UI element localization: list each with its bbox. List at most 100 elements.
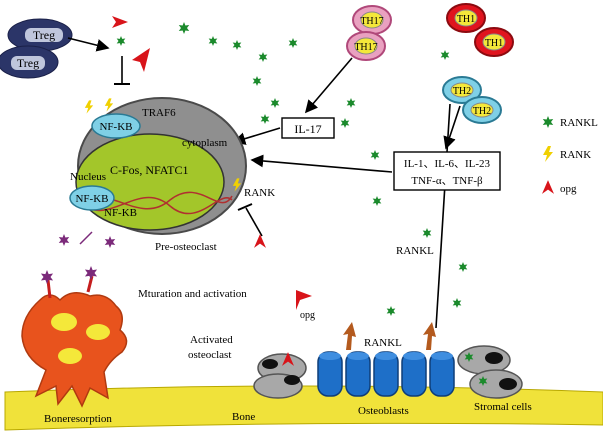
- rankl-bottom-label: RANKL: [364, 337, 402, 349]
- rankl-star-icon: [372, 196, 382, 206]
- lining-cells-left: [253, 352, 307, 399]
- osteoclast-projection: [46, 279, 52, 299]
- rankl-star-icon: [252, 76, 262, 86]
- osteoclast-nucleus: [51, 313, 77, 331]
- treg-label-bg-2: [11, 56, 45, 70]
- th2-label-bottom: TH2: [473, 106, 491, 117]
- rankl-star-icon: [208, 36, 218, 46]
- cytokines-line2: TNF-α、TNF-β: [411, 175, 483, 187]
- inhibition-bar: [237, 203, 253, 211]
- th2-stem-line: [435, 103, 451, 329]
- pre-osteoclast-caption: Pre-osteoclast: [155, 241, 217, 253]
- cell-nucleus: [499, 378, 517, 390]
- bone-label: Bone: [232, 411, 255, 423]
- treg-arrow: [67, 37, 110, 52]
- th1-nucleus: [482, 33, 506, 51]
- rank-icon: [84, 100, 94, 114]
- opg-label: opg: [300, 310, 315, 321]
- th1-label-top: TH1: [457, 14, 475, 25]
- rankl-star-icon: [116, 36, 126, 46]
- cytokines-line1: IL-1、IL-6、IL-23: [404, 158, 491, 170]
- purple-arrow: [79, 231, 93, 245]
- rank-label: RANK: [244, 187, 275, 199]
- rankl-star-icon: [260, 114, 270, 124]
- stromal-label: Stromal cells: [474, 401, 532, 413]
- treg-cells: Treg Treg: [0, 18, 73, 79]
- cytokines-arrow: [250, 154, 393, 173]
- rankl-star-icon: [270, 98, 280, 108]
- purple-star-icon: [40, 270, 54, 284]
- rankl-star-icon: [386, 306, 396, 316]
- opg-inhibition-line: [245, 207, 263, 237]
- activated-label-line2: osteoclast: [188, 349, 231, 361]
- osteoclast-nucleus: [58, 348, 82, 364]
- rankl-star-icon: [178, 22, 190, 34]
- th1-cells: TH1 TH1: [446, 3, 514, 57]
- activated-label-line1: Activated: [190, 334, 233, 346]
- th2-nucleus: [470, 102, 494, 118]
- brown-arrow-icon: [343, 322, 356, 350]
- th17-cells: TH17 TH17: [346, 5, 392, 61]
- bone-layer: [4, 385, 603, 431]
- th2-label-top: TH2: [453, 86, 471, 97]
- cfos-label: C-Fos, NFATC1: [110, 163, 188, 177]
- treg-label-top: Treg: [33, 28, 55, 42]
- th17-nucleus: [354, 37, 378, 55]
- nucleus-region: [75, 133, 225, 231]
- il17-arrow: [232, 127, 281, 145]
- brown-arrow-icon: [423, 322, 436, 350]
- legend: RANKL RANK opg: [542, 116, 598, 195]
- osteoblast-cap: [347, 352, 369, 360]
- purple-star-icon: [58, 234, 70, 246]
- cytokines-box: [393, 151, 501, 191]
- opg-marker: [112, 16, 128, 28]
- purple-star-icon: [84, 266, 98, 280]
- legend-rank-label: RANK: [560, 149, 591, 161]
- osteoblasts: [317, 322, 455, 397]
- nfkb-top-ellipse: [91, 113, 141, 139]
- rankl-star-icon: [346, 98, 356, 108]
- osteoblast-cap: [319, 352, 341, 360]
- legend-rankl-icon: [542, 116, 554, 128]
- osteoblasts-label: Osteoblasts: [358, 405, 409, 417]
- treg-label-bottom: Treg: [17, 56, 39, 70]
- rank-icon: [104, 98, 114, 112]
- osteoblast-cap: [431, 352, 453, 360]
- legend-rank-icon: [543, 146, 553, 162]
- opg-marker: [296, 290, 312, 310]
- rankl-star-icon: [288, 38, 298, 48]
- nfkb-nucleus-label: NF-KB: [75, 193, 108, 205]
- th17-nucleus: [360, 11, 384, 29]
- activated-osteoclast: [21, 266, 128, 408]
- cytoplasm-label: cytoplasm: [182, 137, 228, 149]
- stromal-cells: [457, 345, 523, 399]
- nucleus-label: Nucleus: [70, 171, 106, 183]
- il17-box: [281, 117, 335, 139]
- cell-nucleus: [262, 359, 278, 369]
- rankl-star-icon: [340, 118, 350, 128]
- dna-strand: [83, 196, 233, 215]
- legend-rankl-label: RANKL: [560, 117, 598, 129]
- rankl-star-icon: [422, 228, 432, 238]
- th17-label-bottom: TH17: [354, 42, 377, 53]
- cell-nucleus: [485, 352, 503, 364]
- il17-label: IL-17: [294, 122, 321, 136]
- rankl-star-icon: [440, 50, 450, 60]
- opg-marker: [132, 48, 150, 72]
- purple-star-icon: [104, 236, 116, 248]
- osteoblast-cap: [403, 352, 425, 360]
- th2-arrow: [443, 105, 461, 150]
- osteoblast-cap: [375, 352, 397, 360]
- legend-opg-icon: [542, 180, 554, 194]
- rankl-star-icon: [458, 262, 468, 272]
- th2-nucleus: [450, 82, 474, 98]
- th17-arrow: [304, 57, 353, 114]
- treg-label-bg: [25, 28, 63, 42]
- osteoclast-nucleus: [86, 324, 110, 340]
- rankl-star-icon: [452, 298, 462, 308]
- maturation-label: Mturation and activation: [138, 288, 247, 300]
- nfkb-nucleus-ellipse: [69, 185, 115, 211]
- traf6-label: TRAF6: [142, 107, 176, 119]
- legend-opg-label: opg: [560, 183, 577, 195]
